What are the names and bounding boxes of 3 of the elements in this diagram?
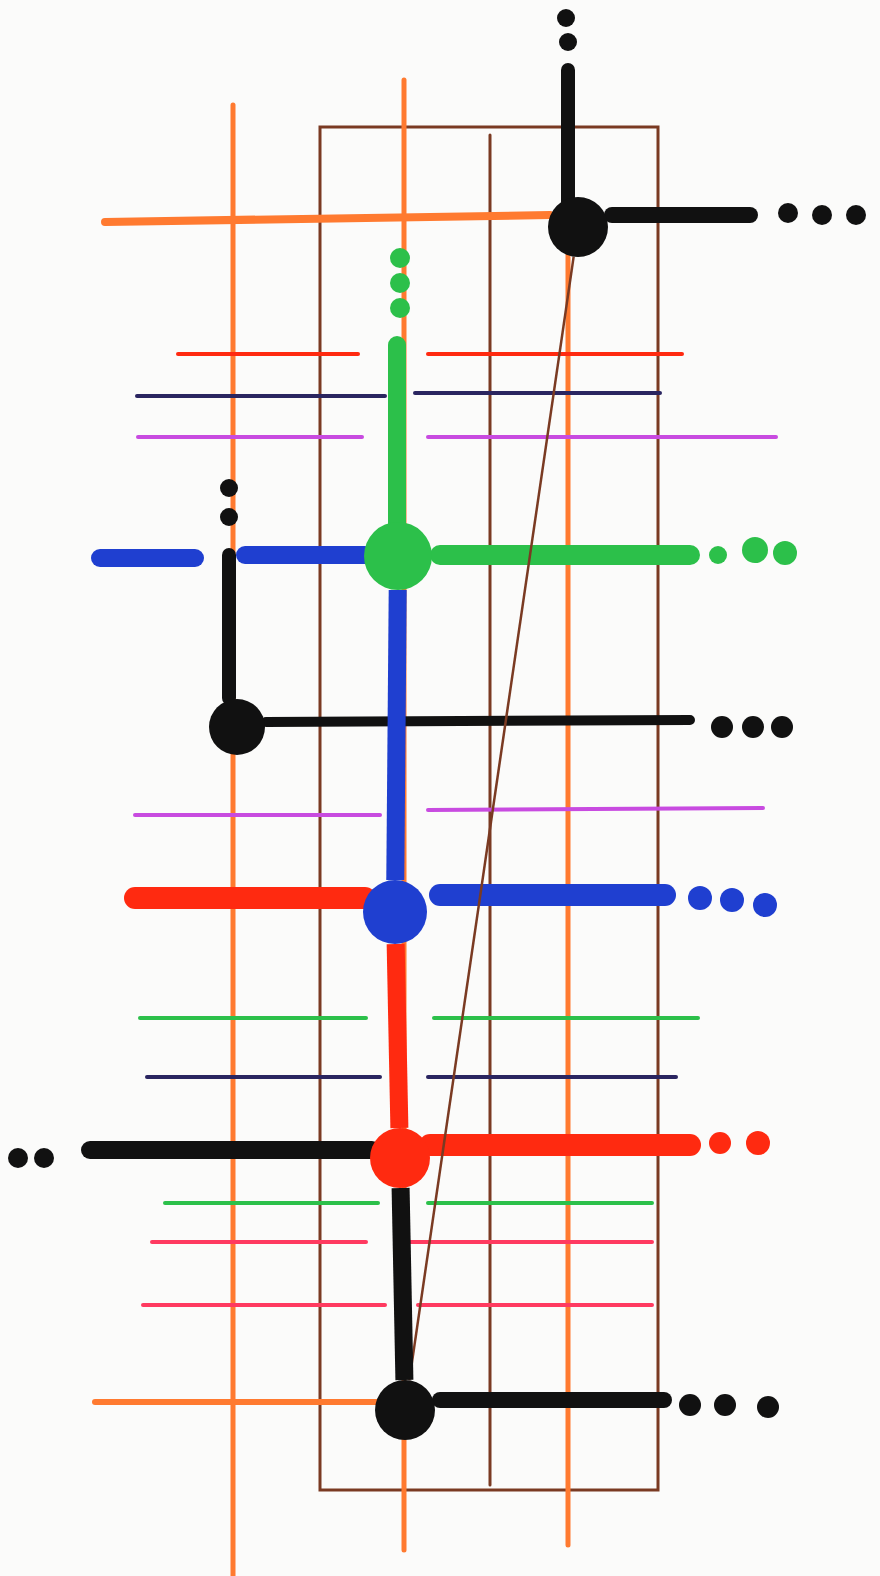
marker-line [386,943,409,1129]
marker-line [391,1187,414,1381]
marker-line [386,589,407,881]
